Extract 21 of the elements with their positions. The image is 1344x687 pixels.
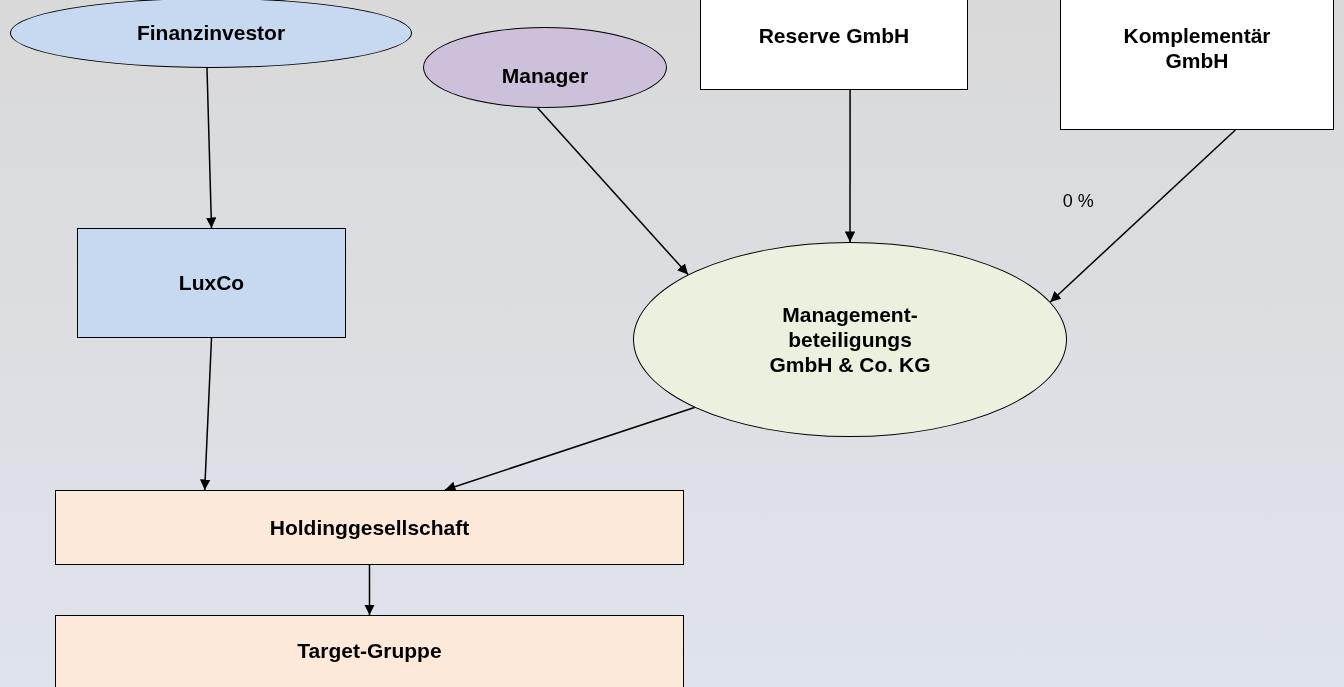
entity-box [1060, 0, 1334, 130]
node-label: Komplementär GmbH [1122, 22, 1272, 74]
arrow [364, 564, 375, 616]
arrow [205, 67, 217, 229]
entity-box [77, 228, 346, 338]
edge-label: 0 % [1062, 191, 1094, 212]
node-label: Management- beteiligungs GmbH & Co. KG [768, 301, 932, 378]
node-label: Manager [501, 62, 589, 89]
arrow [536, 107, 689, 276]
arrow [1049, 129, 1237, 303]
entity-box [700, 0, 968, 90]
node-label: Finanzinvestor [136, 20, 286, 46]
arrow [444, 406, 696, 492]
node-label: Target-Gruppe [297, 638, 442, 664]
node-label: LuxCo [178, 270, 245, 296]
node-label: Holdinggesellschaft [269, 514, 470, 541]
arrow [844, 89, 856, 243]
arrow [199, 337, 213, 491]
entity-box [55, 615, 684, 687]
entity-box [55, 490, 684, 565]
node-label: Reserve GmbH [758, 23, 910, 49]
